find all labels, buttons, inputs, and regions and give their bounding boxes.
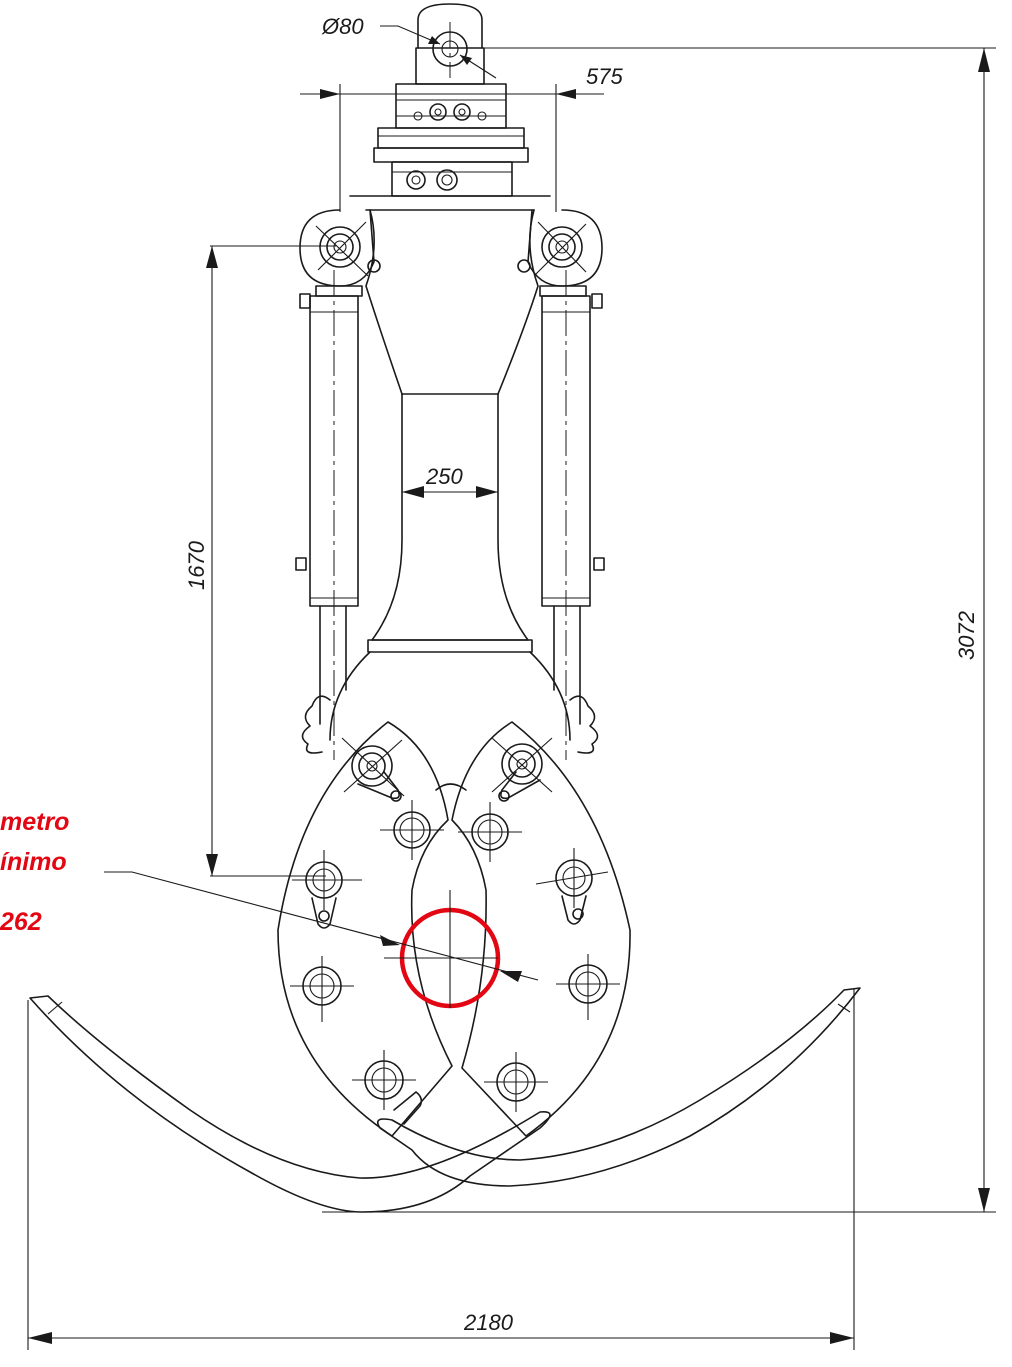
callout-line-2: ínimo: [0, 848, 67, 876]
minimum-diameter-mark: [104, 871, 539, 1009]
callout-line-1: metro: [0, 808, 69, 836]
dimension-total-height: 3072: [322, 47, 996, 1213]
dimension-cylinder-height: 1670: [184, 245, 336, 877]
rotator: [373, 83, 529, 197]
shackle: [415, 3, 485, 85]
left-upper-pivot: [299, 209, 381, 309]
right-upper-pivot: [517, 209, 603, 309]
dim-label-shackle-diameter: Ø80: [321, 14, 364, 39]
dim-label-total-height: 3072: [954, 611, 979, 660]
dim-label-neck-width: 250: [425, 464, 463, 489]
dimension-neck-width: 250: [402, 464, 498, 498]
left-cylinder: [295, 270, 359, 760]
dim-label-cylinder-height: 1670: [184, 540, 209, 590]
dim-label-rotator-width: 575: [586, 64, 623, 89]
right-jaw: [376, 721, 861, 1187]
dimension-shackle-diameter: Ø80: [321, 14, 497, 79]
left-jaw: [29, 721, 551, 1213]
minimum-diameter-callout: metro ínimo 262: [0, 808, 69, 936]
callout-value: 262: [0, 908, 42, 936]
right-cylinder: [541, 270, 605, 760]
dimension-rotator-width: 575: [300, 64, 623, 212]
dim-label-total-width: 2180: [463, 1310, 514, 1335]
lower-body: [301, 651, 599, 791]
dimension-total-width: 2180: [27, 988, 855, 1350]
